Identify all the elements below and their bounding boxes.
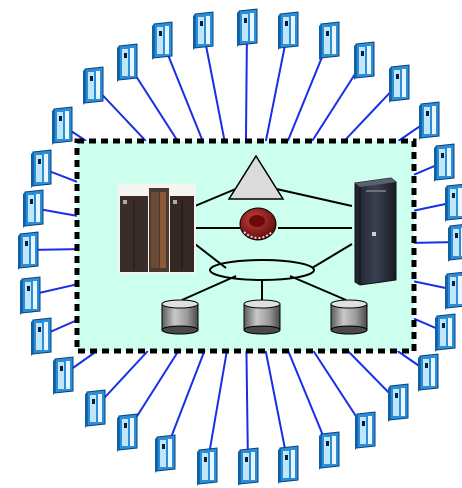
terminal-icon bbox=[85, 389, 106, 428]
router-triangle-icon bbox=[227, 154, 285, 200]
terminal-link-2 bbox=[264, 29, 289, 142]
mainframe-server-icon bbox=[118, 184, 196, 274]
terminal-icon bbox=[354, 41, 375, 80]
terminal-icon bbox=[278, 445, 299, 484]
lan-ring-icon bbox=[209, 259, 315, 281]
terminal-link-1 bbox=[244, 26, 248, 142]
terminal-link-32 bbox=[245, 350, 249, 467]
terminal-link-3 bbox=[202, 29, 226, 142]
terminal-icon bbox=[197, 447, 218, 486]
disk-storage-icon-1 bbox=[161, 299, 199, 335]
rack-router-link bbox=[271, 187, 353, 207]
terminal-icon bbox=[18, 231, 39, 270]
terminal-icon bbox=[23, 189, 44, 228]
disk-storage-icon-3 bbox=[330, 299, 368, 335]
lan-disk3-link bbox=[289, 275, 347, 301]
disk-storage-icon-2 bbox=[243, 299, 281, 335]
terminal-icon bbox=[434, 143, 455, 182]
terminal-icon bbox=[418, 353, 439, 392]
terminal-icon bbox=[53, 356, 74, 395]
inner-links bbox=[181, 187, 353, 301]
terminal-icon bbox=[435, 313, 456, 352]
terminal-icon bbox=[31, 149, 52, 188]
terminal-icon bbox=[319, 431, 340, 470]
sysplex-timer-icon bbox=[239, 207, 277, 241]
terminal-icon bbox=[278, 11, 299, 50]
terminal-icon bbox=[389, 64, 410, 103]
terminal-ring bbox=[18, 8, 462, 486]
terminal-icon bbox=[193, 11, 214, 50]
terminal-link-30 bbox=[264, 350, 289, 465]
terminal-icon bbox=[448, 224, 462, 262]
terminal-icon bbox=[155, 434, 176, 473]
terminal-icon bbox=[237, 8, 258, 47]
terminal-icon bbox=[83, 66, 104, 105]
terminal-icon bbox=[117, 43, 138, 82]
terminal-icon bbox=[117, 413, 138, 452]
terminal-icon bbox=[445, 183, 462, 222]
terminal-icon bbox=[355, 411, 376, 450]
terminal-icon bbox=[20, 276, 41, 315]
terminal-icon bbox=[52, 106, 73, 145]
terminal-link-31 bbox=[206, 350, 228, 467]
terminal-icon bbox=[388, 383, 409, 422]
rack-lan-link bbox=[311, 243, 353, 269]
lan-disk1-link bbox=[181, 275, 237, 301]
terminal-icon bbox=[238, 447, 259, 486]
mainframe-router-link bbox=[194, 187, 239, 207]
terminal-icon bbox=[419, 101, 440, 140]
terminal-icon bbox=[152, 21, 173, 60]
terminal-icon bbox=[445, 271, 462, 310]
rack-server-icon bbox=[354, 177, 397, 286]
terminal-icon bbox=[31, 317, 52, 356]
terminal-icon bbox=[319, 21, 340, 60]
